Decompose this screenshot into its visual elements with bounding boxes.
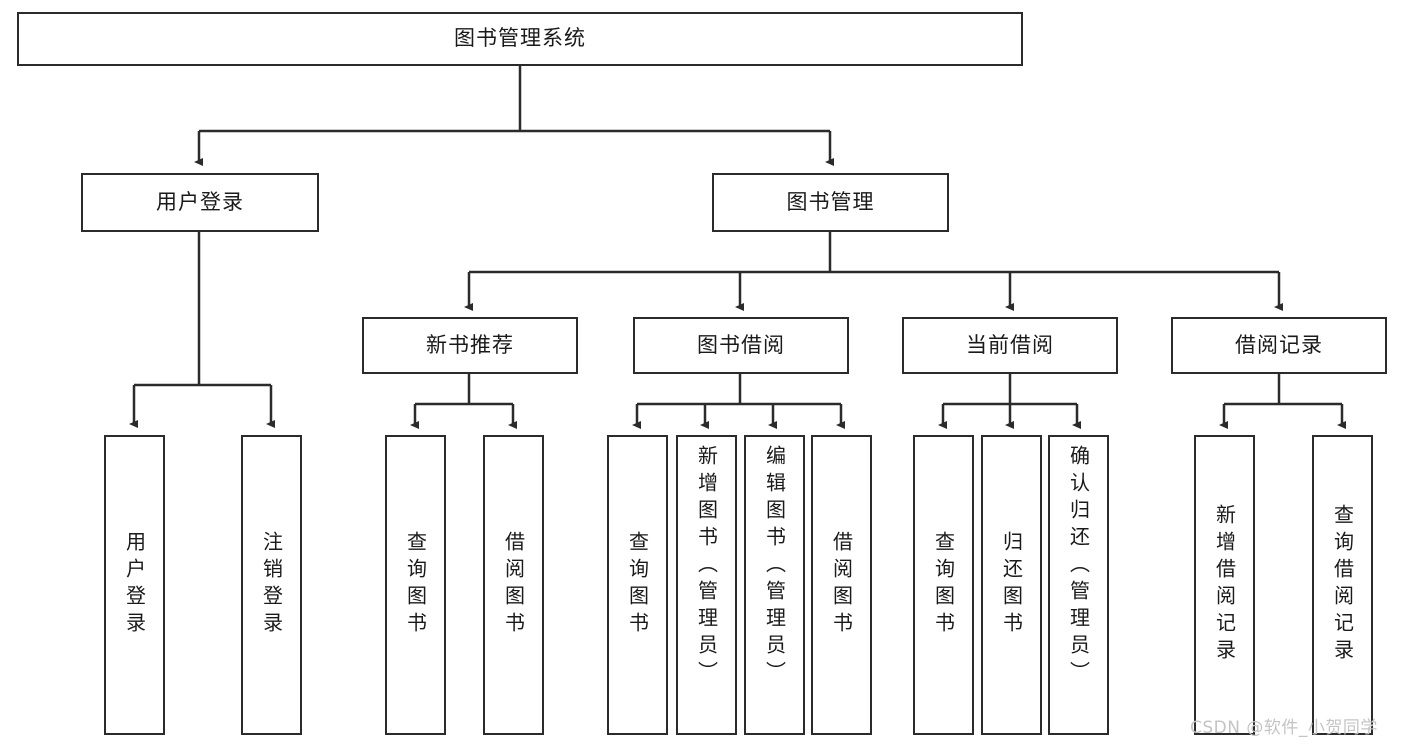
leaf-record-query-record[interactable]: 查询借阅记录: [1312, 435, 1373, 735]
node-label: 借阅图书: [501, 531, 526, 639]
leaf-recommend-borrow-book[interactable]: 借阅图书: [483, 435, 544, 735]
node-current-borrow[interactable]: 当前借阅: [902, 317, 1118, 374]
node-label: 查询图书: [625, 531, 650, 639]
node-label: 图书管理系统: [454, 26, 586, 51]
node-root-system[interactable]: 图书管理系统: [17, 12, 1023, 66]
leaf-user-login-login[interactable]: 用户登录: [104, 435, 165, 735]
node-label: 借阅记录: [1235, 332, 1323, 357]
leaf-current-confirm-return-admin[interactable]: 确认归还（管理员）: [1048, 435, 1109, 735]
node-label: 查询图书: [403, 531, 428, 639]
node-label: 图书管理: [786, 189, 875, 214]
leaf-current-return-book[interactable]: 归还图书: [981, 435, 1042, 735]
leaf-record-add-record[interactable]: 新增借阅记录: [1194, 435, 1255, 735]
node-label: 图书借阅: [697, 332, 785, 357]
node-book-borrow[interactable]: 图书借阅: [633, 317, 849, 374]
node-label: 确认归还（管理员）: [1066, 445, 1091, 688]
node-borrow-record[interactable]: 借阅记录: [1171, 317, 1387, 374]
node-label: 注销登录: [259, 531, 284, 639]
node-label: 当前借阅: [966, 332, 1054, 357]
csdn-watermark: CSDN @软件_小贺同学: [1190, 718, 1378, 738]
node-label: 用户登录: [122, 531, 147, 639]
leaf-user-login-logout[interactable]: 注销登录: [241, 435, 302, 735]
node-label: 编辑图书（管理员）: [762, 445, 787, 688]
node-label: 新增借阅记录: [1212, 504, 1237, 666]
node-label: 新书推荐: [426, 332, 514, 357]
leaf-recommend-query-book[interactable]: 查询图书: [385, 435, 446, 735]
leaf-borrow-add-book-admin[interactable]: 新增图书（管理员）: [676, 435, 737, 735]
node-label: 新增图书（管理员）: [694, 445, 719, 688]
node-label: 归还图书: [999, 531, 1024, 639]
node-new-book-recommend[interactable]: 新书推荐: [362, 317, 578, 374]
node-label: 查询借阅记录: [1330, 504, 1355, 666]
leaf-borrow-edit-book-admin[interactable]: 编辑图书（管理员）: [744, 435, 805, 735]
node-user-login[interactable]: 用户登录: [81, 173, 319, 232]
node-label: 用户登录: [156, 189, 244, 214]
leaf-borrow-query-book[interactable]: 查询图书: [607, 435, 668, 735]
leaf-current-query-book[interactable]: 查询图书: [913, 435, 974, 735]
node-book-management[interactable]: 图书管理: [712, 173, 949, 232]
node-label: 借阅图书: [829, 531, 854, 639]
leaf-borrow-borrow-book[interactable]: 借阅图书: [811, 435, 872, 735]
node-label: 查询图书: [931, 531, 956, 639]
